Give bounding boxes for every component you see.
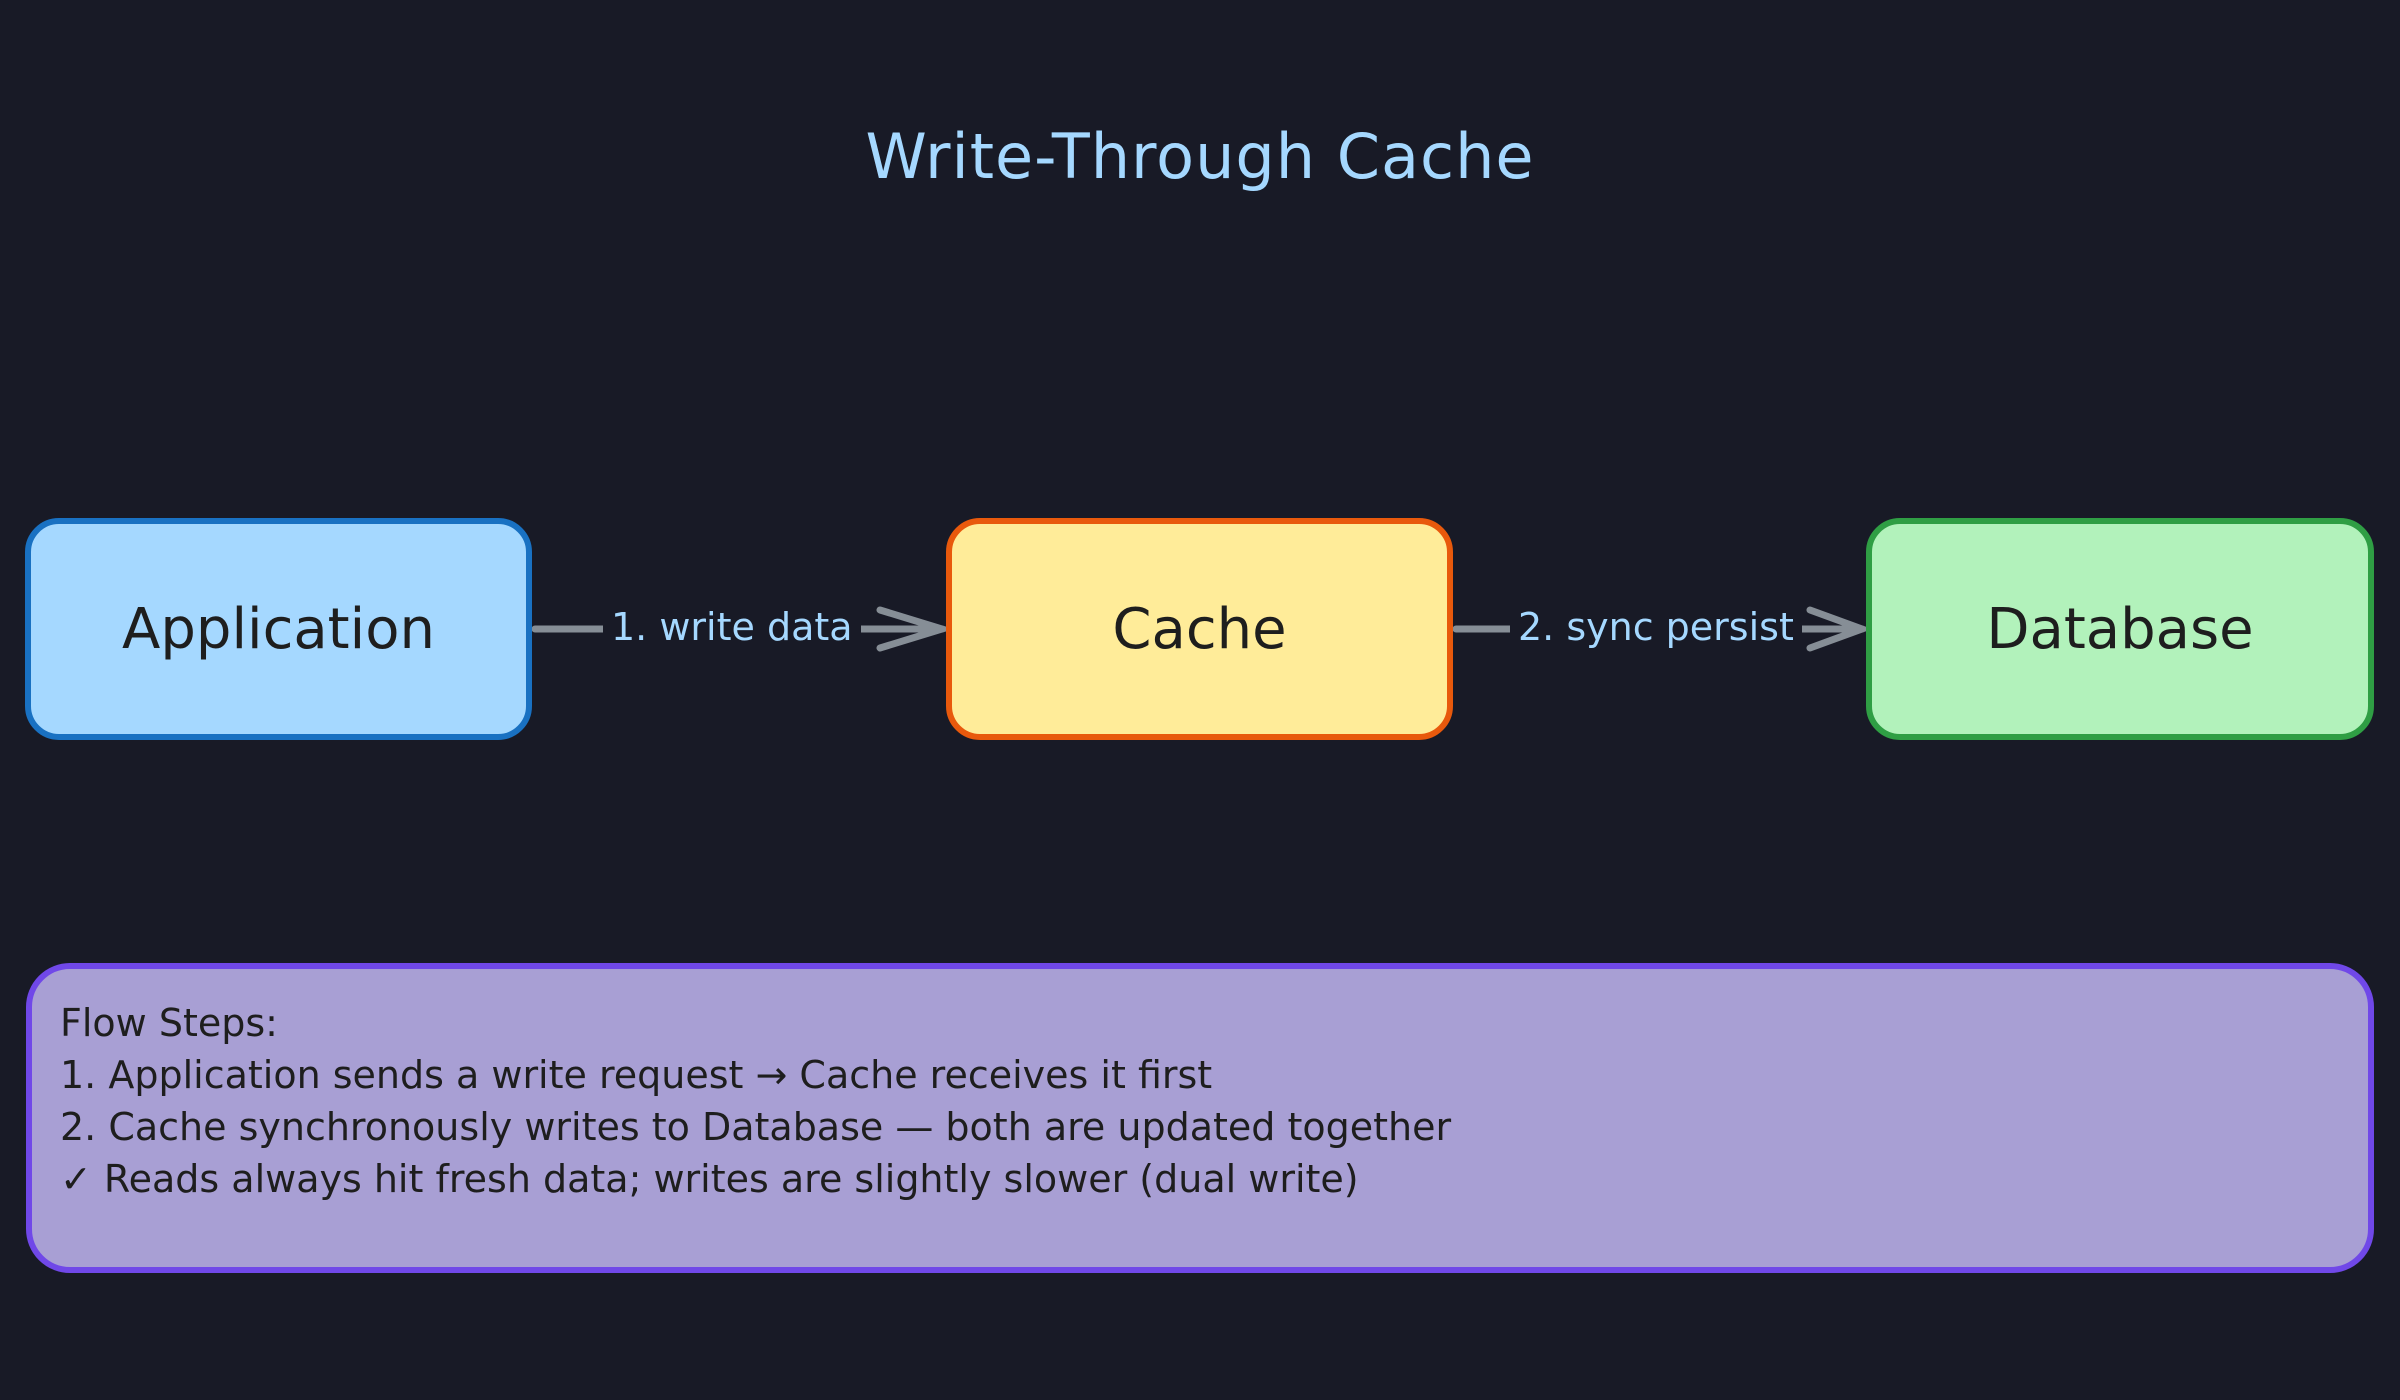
node-database: Database (1866, 518, 2374, 740)
diagram-title: Write-Through Cache (865, 120, 1535, 193)
edge-label-sync-persist: 2. sync persist (1510, 600, 1802, 654)
flow-step-3: ✓ Reads always hit fresh data; writes ar… (60, 1157, 1359, 1201)
flow-steps-heading: Flow Steps: (60, 1001, 278, 1045)
flow-steps-note: Flow Steps: 1. Application sends a write… (26, 963, 2374, 1273)
edge-label-write-data: 1. write data (603, 600, 861, 654)
node-cache: Cache (946, 518, 1453, 740)
node-application: Application (25, 518, 532, 740)
node-cache-label: Cache (1112, 596, 1287, 662)
flow-step-2: 2. Cache synchronously writes to Databas… (60, 1105, 1452, 1149)
node-application-label: Application (122, 596, 435, 662)
node-database-label: Database (1986, 596, 2254, 662)
flow-step-1: 1. Application sends a write request → C… (60, 1053, 1213, 1097)
